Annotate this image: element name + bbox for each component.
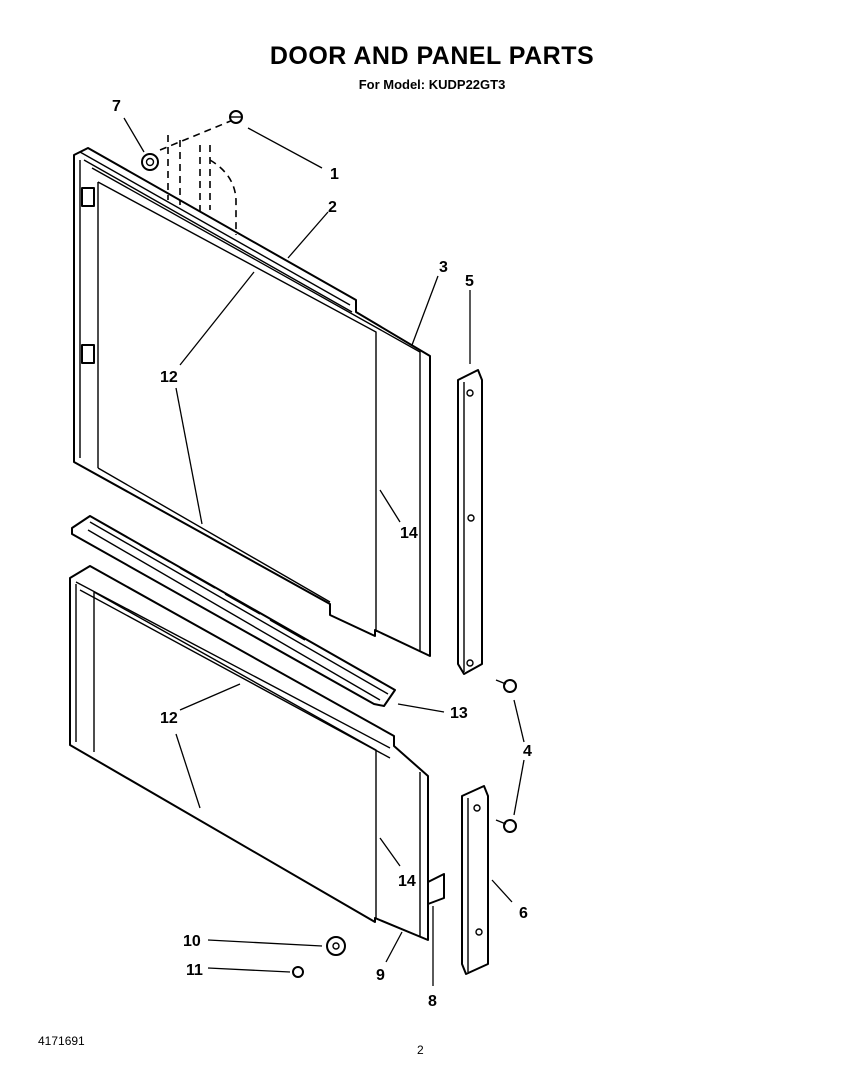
callout-3: 3 bbox=[439, 259, 448, 276]
upper-door-panel bbox=[73, 147, 431, 657]
screw-part-4-lower bbox=[495, 819, 517, 833]
callout-4: 4 bbox=[523, 743, 532, 760]
door-rail-part-13 bbox=[71, 515, 396, 707]
callout-12-lower: 12 bbox=[160, 710, 178, 727]
callout-10: 10 bbox=[183, 933, 201, 950]
callout-2: 2 bbox=[328, 199, 337, 216]
hinge-slot-upper bbox=[81, 187, 95, 207]
nut-part-7 bbox=[141, 153, 159, 171]
callout-14-lower: 14 bbox=[398, 873, 416, 890]
leader-lines bbox=[123, 117, 525, 986]
screw-part-1 bbox=[229, 110, 243, 124]
callout-13: 13 bbox=[450, 705, 468, 722]
lower-door-panel bbox=[69, 565, 429, 941]
callout-14-upper: 14 bbox=[400, 525, 418, 542]
callout-12-upper: 12 bbox=[160, 369, 178, 386]
callout-9: 9 bbox=[376, 967, 385, 984]
page-number: 2 bbox=[417, 1043, 424, 1057]
side-trim-part-6 bbox=[461, 785, 489, 975]
callout-1: 1 bbox=[330, 166, 339, 183]
callout-8: 8 bbox=[428, 993, 437, 1010]
screw-part-11 bbox=[292, 966, 304, 978]
hinge-slot-lower bbox=[81, 344, 95, 364]
washer-part-10 bbox=[326, 936, 346, 956]
screw-part-4-upper bbox=[495, 679, 517, 693]
callout-7: 7 bbox=[112, 98, 121, 115]
upper-hinge-bracket bbox=[159, 117, 239, 235]
model-subtitle: For Model: KUDP22GT3 bbox=[358, 77, 506, 92]
callout-5: 5 bbox=[465, 273, 474, 290]
callout-11: 11 bbox=[186, 962, 203, 979]
document-number: 4171691 bbox=[38, 1034, 85, 1048]
clip-part-8 bbox=[427, 873, 445, 905]
page-title: DOOR AND PANEL PARTS bbox=[269, 42, 595, 70]
callout-6: 6 bbox=[519, 905, 528, 922]
side-trim-part-5 bbox=[457, 369, 483, 675]
